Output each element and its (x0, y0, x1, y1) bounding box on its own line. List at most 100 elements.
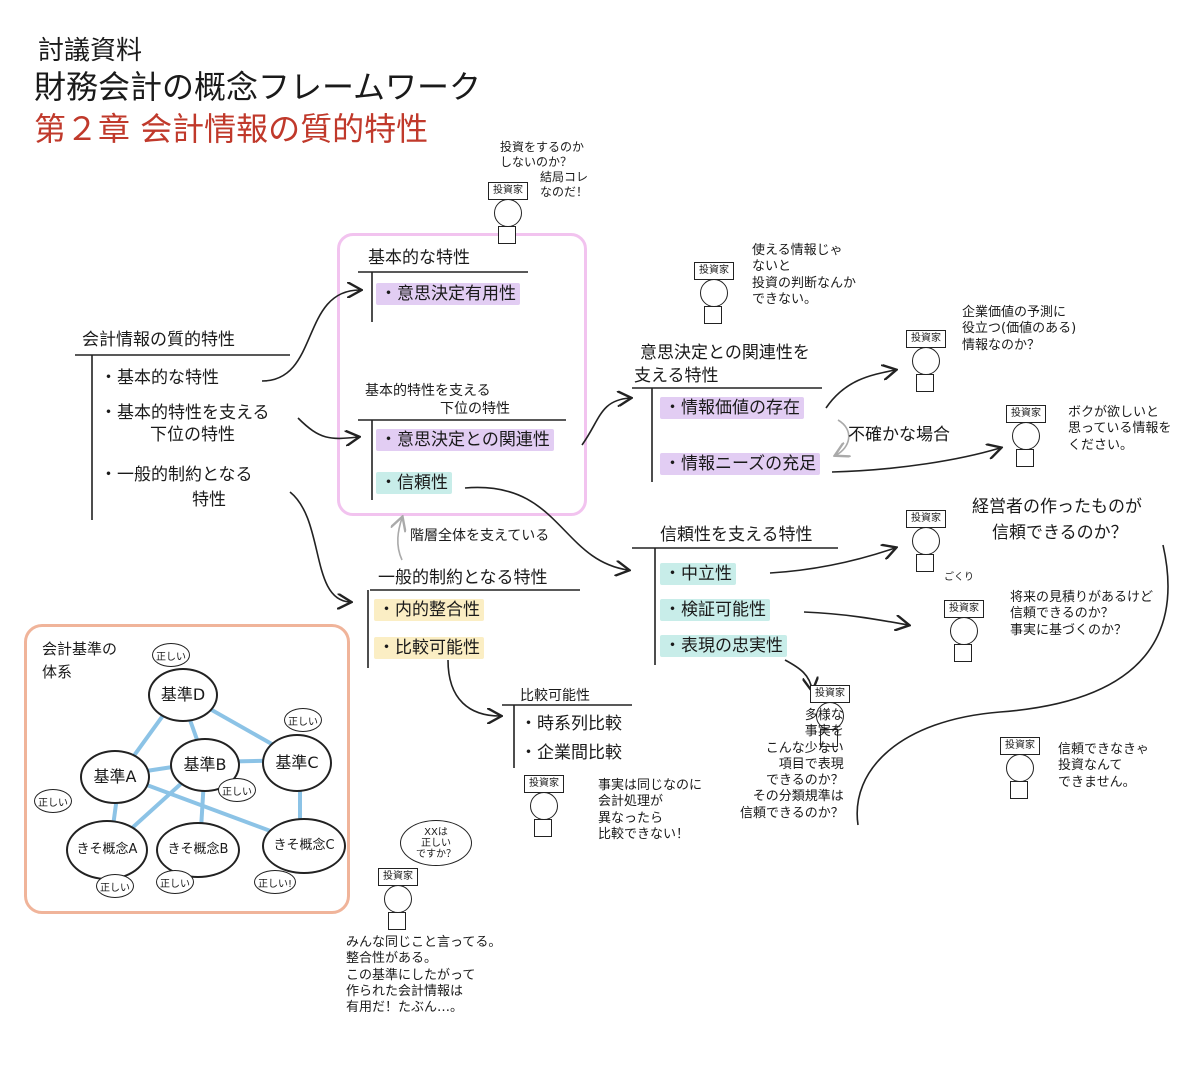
constraints-note: 階層全体を支えている (410, 528, 550, 544)
comment-top: 投資をするのか しないのか？ 結局コレ なのだ！ (500, 140, 588, 200)
comment-line: 異なったら (598, 810, 664, 826)
investor-sign: 投資家 (906, 330, 946, 348)
basic-title: 基本的な特性 (368, 248, 470, 268)
comment-line: 正しい (421, 837, 451, 849)
comparability-item-firm: ・企業間比較 (520, 743, 622, 763)
comment-line: 信頼できるのか？ (992, 523, 1128, 544)
relevance-title-1: 意思決定との関連性を (640, 343, 810, 363)
investor-sign: 投資家 (810, 685, 850, 703)
comment-line: 整合性がある。 (346, 951, 438, 967)
left-item-constraint-1: ・一般的制約となる (100, 465, 253, 485)
comment-line: ください。 (1068, 437, 1134, 453)
comment-line: 投資をするのか (500, 140, 585, 154)
comment-line: 比較できない！ (598, 826, 690, 842)
standard-a-label: 基準A (93, 767, 137, 787)
constraints-item-consistency: ・内的整合性 (374, 599, 484, 621)
comment-line: 企業価値の予測に (962, 305, 1067, 320)
investor-figure-classification: 投資家 (804, 685, 856, 749)
relevance-title-2: 支える特性 (634, 366, 719, 386)
investor-sign: 投資家 (944, 600, 984, 618)
standards-title-1: 会計基準の (42, 640, 118, 658)
comment-manager: 経営者の作ったものが 信頼できるのか？ (972, 497, 1142, 544)
left-item-support-1: ・基本的特性を支える (100, 403, 270, 423)
relevance-item-value: ・情報価値の存在 (660, 397, 804, 419)
correct-bubble-a: 正しい (34, 789, 72, 813)
standards-system-box (24, 624, 350, 914)
comment-line: 信頼できなきゃ (1058, 742, 1150, 757)
investor-figure-needs: 投資家 (1000, 405, 1052, 469)
constraints-item-comparability: ・比較可能性 (374, 637, 484, 659)
investor-sign: 投資家 (378, 868, 418, 886)
correct-bubble-b-text: 正しい (222, 786, 252, 798)
constraints-title: 一般的制約となる特性 (378, 568, 548, 588)
correct-bubble-c-text: 正しい (288, 716, 318, 728)
comment-line: ボクが欲しいと (1068, 405, 1160, 420)
concept-a-node: きそ概念A (66, 820, 148, 880)
comment-line: 信頼できるのか？ (740, 805, 844, 821)
comment-line: 思っている情報を (1068, 421, 1172, 437)
comment-line: この基準にしたがって (346, 967, 476, 983)
concept-b-label: きそ概念B (167, 841, 229, 857)
comment-line: 投資なんて (1058, 758, 1123, 774)
comment-line: 有用だ！たぶん…。 (346, 1000, 464, 1015)
concept-b-node: きそ概念B (156, 822, 240, 878)
correct-bubble-ka-text: 正しい (100, 882, 130, 894)
basic-item: ・意思決定有用性 (376, 283, 520, 305)
investor-sign: 投資家 (1006, 405, 1046, 423)
reliability-item-neutrality-text: ・中立性 (660, 563, 736, 585)
comment-line: できるのか？ (766, 773, 844, 788)
constraints-item-consistency-text: ・内的整合性 (374, 599, 484, 621)
comment-line: しないのか？ (500, 155, 573, 169)
left-tree-title: 会計情報の質的特性 (82, 330, 235, 350)
standard-d-node: 基準D (148, 668, 218, 722)
standard-b-label: 基準B (183, 755, 227, 775)
reliability-item-verifiability-text: ・検証可能性 (660, 599, 770, 621)
comment-classification: 多様な 事実を こんな少ない 項目で表現 できるのか？ その分類規準は 信頼でき… (740, 708, 844, 822)
comment-line: 投資の判断なんか (752, 275, 857, 291)
standard-c-node: 基準C (262, 734, 332, 792)
investor-figure-usable: 投資家 (688, 262, 740, 326)
comment-line: ないと (752, 259, 792, 275)
comment-line: 事実を (804, 724, 844, 740)
comment-comparison: 事実は同じなのに 会計処理が 異なったら 比較できない！ (598, 778, 702, 843)
comment-line: こんな少ない (765, 740, 844, 756)
relevance-item-needs: ・情報ニーズの充足 (660, 453, 821, 475)
standards-title-2: 体系 (42, 663, 73, 681)
correct-bubble-kc-text: 正しい! (257, 878, 292, 890)
comment-line: 結局コレ (540, 170, 589, 184)
concept-c-node: きそ概念C (262, 818, 346, 874)
reliability-title: 信頼性を支える特性 (660, 525, 813, 545)
concept-c-label: きそ概念C (273, 837, 335, 853)
correct-bubble-c: 正しい (284, 708, 322, 732)
correct-bubble-a-text: 正しい (38, 797, 68, 809)
comment-gokuri: ごくり (944, 572, 974, 583)
reliability-item-faithfulness-text: ・表現の忠実性 (660, 635, 787, 657)
investor-sign: 投資家 (1000, 737, 1040, 755)
correct-bubble-kc: 正しい! (254, 870, 296, 894)
comment-line: 事実は同じなのに (598, 778, 703, 793)
comment-line: その分類規準は (752, 789, 844, 805)
comment-line: 会計処理が (598, 794, 664, 810)
comment-needs: ボクが欲しいと 思っている情報を ください。 (1068, 405, 1171, 454)
correct-bubble-ka: 正しい (96, 874, 134, 898)
comment-line: できない。 (752, 291, 818, 307)
investor-figure-value: 投資家 (900, 330, 952, 394)
left-item-constraint-2: 特性 (192, 490, 226, 510)
reliability-item-verifiability: ・検証可能性 (660, 599, 770, 621)
comment-line: 使える情報じゃ (752, 243, 843, 258)
comment-line: 項目で表現 (778, 756, 844, 772)
support-item-reliability: ・信頼性 (376, 472, 452, 494)
reliability-item-neutrality: ・中立性 (660, 563, 736, 585)
comment-usable: 使える情報じゃ ないと 投資の判断なんか できない。 (752, 243, 856, 308)
comment-no-trust: 信頼できなきゃ 投資なんて できません。 (1058, 742, 1149, 791)
concept-a-label: きそ概念A (76, 841, 138, 857)
support-title-2: 下位の特性 (440, 401, 510, 417)
support-item-relevance-text: ・意思決定との関連性 (376, 429, 554, 451)
investor-figure-comparison: 投資家 (518, 775, 570, 839)
comment-value: 企業価値の予測に 役立つ(価値のある) 情報なのか？ (962, 305, 1076, 354)
doc-label: 討議資料 (38, 36, 143, 66)
correct-bubble-d-text: 正しい (156, 651, 186, 663)
page-title: 財務会計の概念フレームワーク (34, 68, 482, 106)
comment-line: できません。 (1058, 774, 1136, 790)
relevance-item-value-text: ・情報価値の存在 (660, 397, 804, 419)
